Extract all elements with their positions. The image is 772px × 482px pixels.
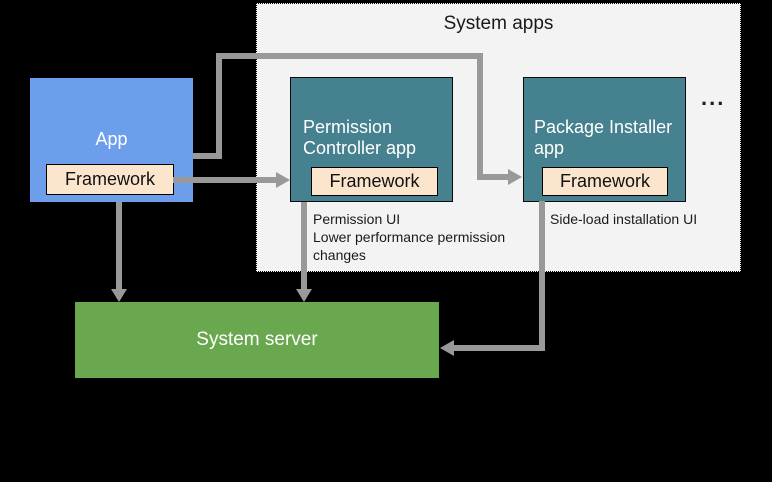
package-installer-note: Side-load installation UI: [550, 210, 697, 228]
app-node: App Framework: [30, 78, 193, 202]
package-installer-label: Package Installer app: [534, 117, 672, 159]
permission-controller-framework-label: Framework: [329, 171, 420, 191]
system-server-node: System server: [75, 302, 439, 378]
permission-controller-note-line1: Permission UI: [313, 211, 401, 227]
package-installer-label-line2: app: [534, 138, 565, 158]
package-installer-label-line1: Package Installer: [534, 117, 673, 137]
permission-controller-label-line1: Permission: [303, 117, 393, 137]
system-apps-title: System apps: [443, 13, 554, 34]
permission-controller-note-line3: changes: [313, 247, 366, 263]
permission-controller-framework-box: Framework: [311, 167, 438, 196]
permission-controller-label-line2: Controller app: [303, 138, 417, 158]
permission-controller-note-line2: Lower performance permission: [313, 229, 506, 245]
permission-controller-node: Permission Controller app Framework: [290, 77, 453, 202]
package-installer-note-line1: Side-load installation UI: [550, 211, 698, 227]
package-installer-node: Package Installer app Framework: [523, 77, 686, 202]
permission-controller-note: Permission UI Lower performance permissi…: [313, 210, 505, 264]
package-installer-framework-label: Framework: [559, 171, 650, 191]
system-server-label: System server: [196, 329, 318, 350]
app-framework-box: Framework: [46, 164, 174, 195]
ellipsis-more-icon: ...: [701, 85, 726, 110]
app-framework-label: Framework: [64, 169, 155, 189]
permission-controller-label: Permission Controller app: [303, 117, 416, 159]
app-node-label: App: [95, 129, 128, 149]
arrow-app-to-system-server: [111, 202, 127, 302]
package-installer-framework-box: Framework: [542, 167, 668, 196]
